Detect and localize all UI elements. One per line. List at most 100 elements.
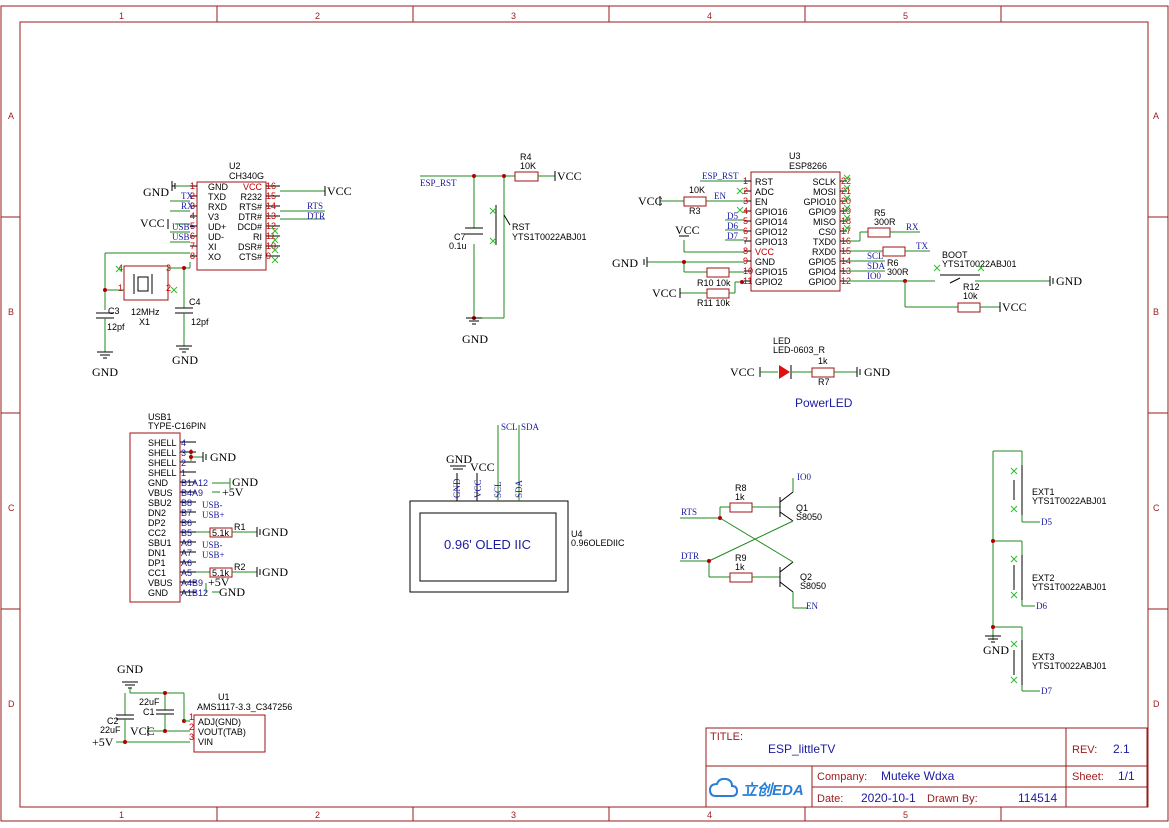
r2-value: 5.1k [212,568,230,578]
u3-pin-num: 19 [841,206,851,216]
u2-pin-name: UD- [208,232,224,242]
oled-pin-gnd: GND [452,478,462,498]
col-label-2-bottom: 2 [315,810,320,820]
u3-ref: U3 [789,151,801,161]
u3-pin-num: 1 [743,176,748,186]
usb-pin-name: SHELL [148,438,177,448]
title-block: TITLE: ESP_littleTV REV: 2.1 Company: Mu… [705,727,1148,808]
col-label-1-bottom: 1 [119,810,124,820]
q2-ref: Q2 [800,572,812,582]
col-label-3: 3 [511,11,516,21]
c3-gnd-label: GND [92,365,118,379]
usb-pin-name: DN1 [148,548,166,558]
tr-net-dtr: DTR [681,551,699,561]
u3-pin-name: GPIO0 [808,277,836,287]
usb-net-3: USB- [202,540,223,550]
u3-pin-num: 11 [743,276,752,286]
x1-value: 12MHz [131,307,160,317]
u3-pin-num: 15 [841,246,851,256]
ldo-part: AMS1117-3.3_C347256 [197,702,292,712]
col-label-5-bottom: 5 [903,810,908,820]
r4-ref: R4 [520,152,532,162]
tr-net-en: EN [806,601,818,611]
r3-value: 10K [689,185,705,195]
u2-vcc-label: VCC [140,216,165,230]
u3-pin-num: 12 [841,276,851,286]
u2-pin-name: RXD [208,202,228,212]
r10-ref: R10 [697,278,714,288]
usb-pin-num: A8 [181,538,192,548]
crystal-x1: 12MHz X1 4 3 1 2 [103,252,191,327]
u2-pin-name: TXD [208,192,227,202]
x1-pin1: 1 [118,283,123,293]
u3-pin-name: GPIO4 [808,267,836,277]
date-value: 2020-10-1 [861,791,916,805]
title-value: ESP_littleTV [768,742,835,756]
ext1-button: EXT1 YTS1T0022ABJ01 D5 [1010,451,1107,527]
u3-pin-num: 13 [841,266,851,276]
col-label-5: 5 [903,11,908,21]
ext2-net: D6 [1036,601,1047,611]
oled-gnd-label: GND [446,452,472,466]
ext2-button: EXT2 YTS1T0022ABJ01 D6 [1010,541,1107,611]
ldo-gnd-label: GND [117,662,143,676]
u2-net-usbm: USB- [172,232,193,242]
u3-pin-name: GPIO16 [755,207,788,217]
usb-pin-name: SBU2 [148,498,172,508]
led-ref: LED [773,336,791,346]
row-label-d-right: D [1153,699,1160,709]
u3-pin-name: MISO [813,217,836,227]
u2-pin-num: 14 [266,201,276,211]
capacitor-c3: C3 12pf GND [92,306,125,379]
col-label-2: 2 [315,11,320,21]
u3-net-sda: SDA [867,261,886,271]
u3-pin-name: GPIO5 [808,257,836,267]
title-label: TITLE: [710,731,743,743]
usb-pin-name: DP2 [148,518,166,528]
u3-pin-name: EN [755,197,768,207]
u3-pin-num: 5 [743,216,748,226]
r2-gnd-label: GND [262,565,288,579]
reset-net-esp-rst: ESP_RST [420,178,457,188]
u3-pin-num: 10 [743,266,753,276]
usb-gnd1-label: GND [232,475,258,489]
u2-part: CH340G [229,171,264,181]
u2-pin-num: 13 [266,211,276,221]
usb-pin-name: VBUS [148,578,173,588]
u2-pin-num: 2 [190,191,195,201]
usb-pin-num: A5 [181,568,192,578]
ext3-part: YTS1T0022ABJ01 [1032,661,1107,671]
u3-pin-num: 21 [841,186,851,196]
oled-screen-label: 0.96' OLED IIC [444,537,531,552]
drawn-by-value: 114514 [1018,791,1057,805]
ldo-pin3-num: 3 [189,732,194,742]
usb-net-4: USB+ [202,550,225,560]
col-label-3-bottom: 3 [511,810,516,820]
usb-pin-name: GND [148,588,169,598]
usb-pin-num: A1B12 [181,588,208,598]
c7-value: 0.1u [449,241,467,251]
u2-vcc-right-label: VCC [327,184,352,198]
r7-value: 1k [818,356,828,366]
u3-net-d5: D5 [727,211,738,221]
r10-label: R10 10k [697,278,731,288]
boot-ref: BOOT [942,250,968,260]
c4-gnd-label: GND [172,353,198,367]
u3-pin-name: GPIO10 [803,197,836,207]
usb-net-1: USB- [202,500,223,510]
u3-vcc-label: VCC [675,223,700,237]
rev-label: REV: [1072,744,1097,756]
tr-net-rts: RTS [681,507,697,517]
usb-pin-name: CC2 [148,528,166,538]
usb-net-2: USB+ [202,510,225,520]
usb-5v2-label: +5V [208,575,230,589]
oled-part: 0.96OLEDIIC [571,538,625,548]
ext-gnd-label: GND [983,643,1009,657]
u3-pin-name: TXD0 [813,237,836,247]
u2-pin-name: DSR# [238,242,262,252]
u2-pin-num: 6 [190,231,195,241]
u2-pin-num: 1 [190,181,195,191]
usb-pin-name: SBU1 [148,538,172,548]
r6-value: 300R [887,267,909,277]
